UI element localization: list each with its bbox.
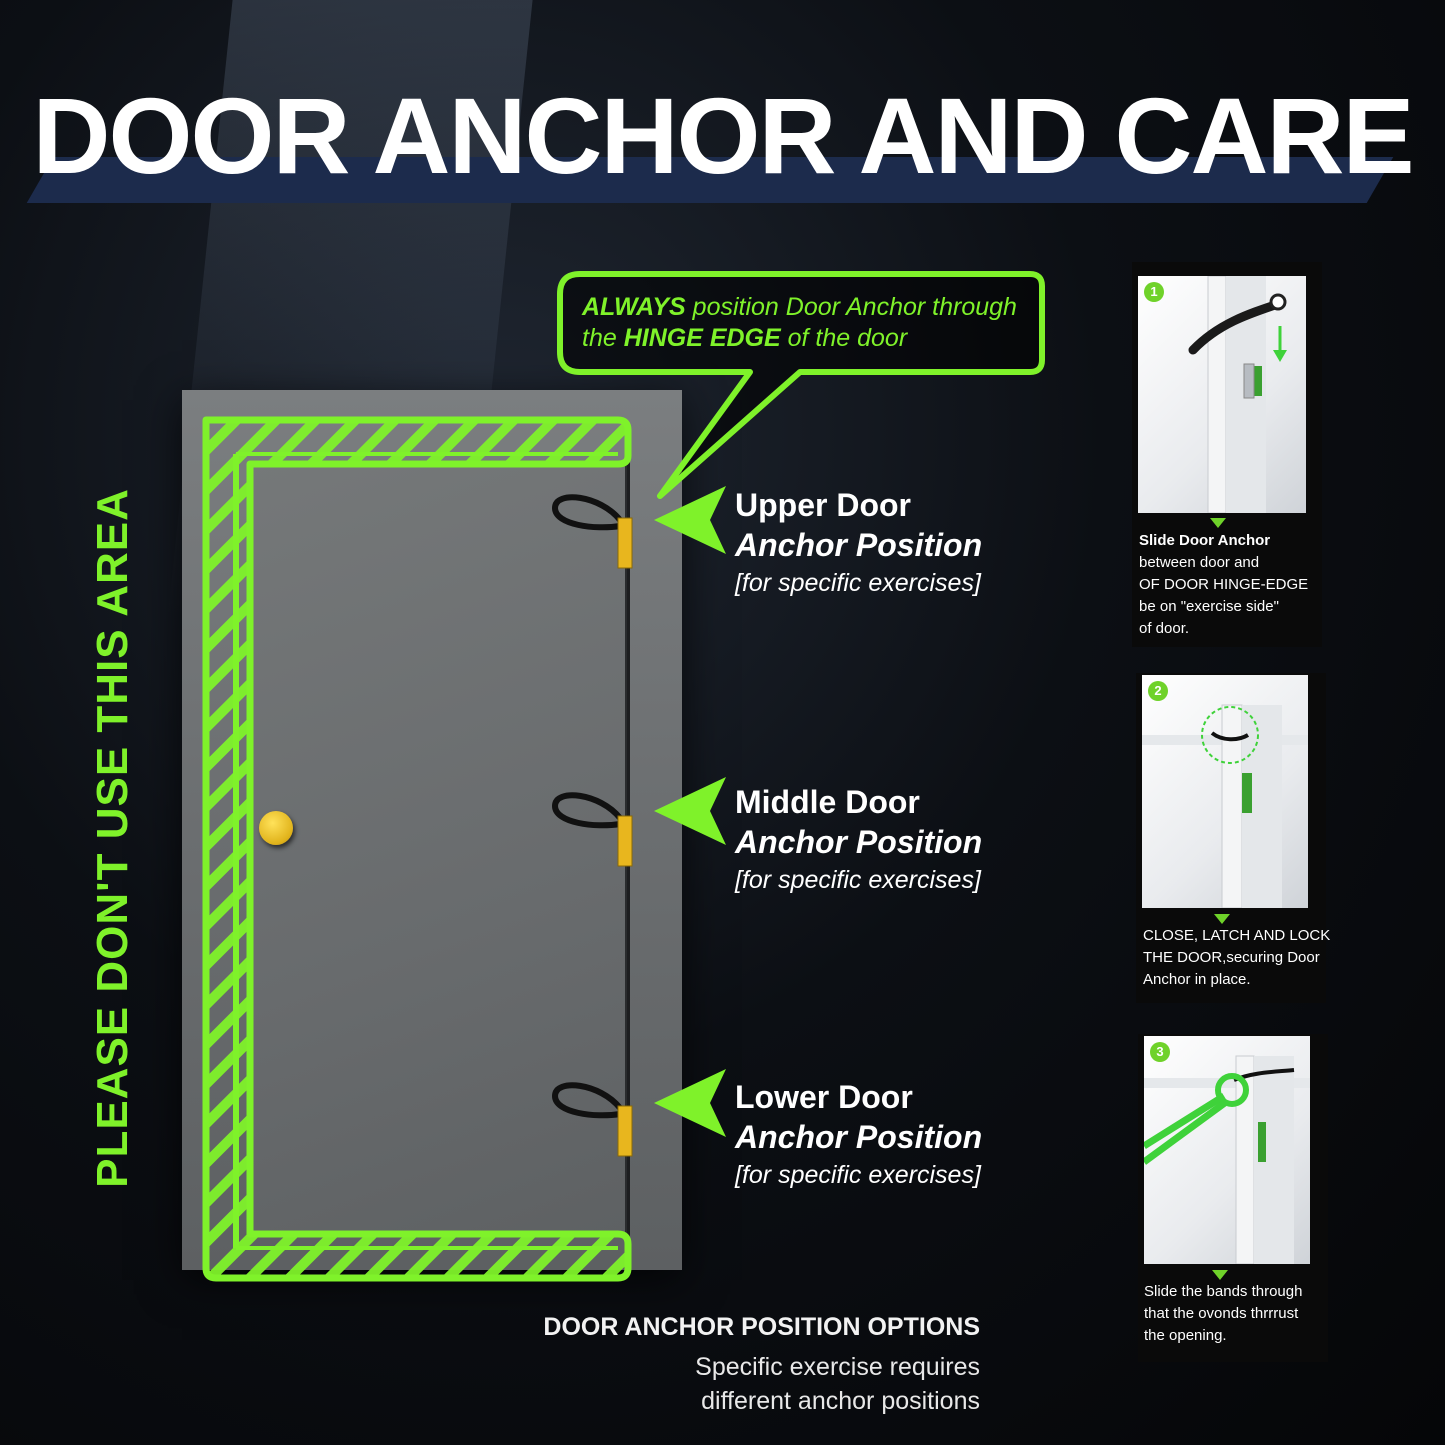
step-2-photo: 2	[1142, 675, 1308, 908]
step-1-pointer-icon	[1210, 518, 1226, 528]
step-3-photo: 3	[1144, 1036, 1310, 1264]
step-3-number: 3	[1150, 1042, 1170, 1062]
upper-door-anchor	[551, 494, 633, 569]
callout-text: ALWAYS position Door Anchor through the …	[582, 293, 1017, 352]
middle-arrow-icon	[654, 777, 726, 845]
step-2-pointer-icon	[1214, 914, 1230, 924]
door-knob	[259, 811, 293, 845]
step-2-text: CLOSE, LATCH AND LOCK THE DOOR,securing …	[1143, 927, 1331, 988]
step-1-number: 1	[1144, 282, 1164, 302]
middle-door-anchor	[551, 792, 633, 867]
hazard-zone-outline	[202, 416, 632, 1282]
step-3-illustration	[1144, 1055, 1310, 1264]
middle-position-label: Middle Door Anchor Position [for specifi…	[735, 784, 983, 894]
page-title: DOOR ANCHOR AND CARE	[32, 75, 1415, 196]
options-title: DOOR ANCHOR POSITION OPTIONS	[543, 1313, 980, 1341]
step-2-illustration	[1142, 704, 1308, 908]
upper-position-label: Upper Door Anchor Position [for specific…	[735, 487, 983, 597]
step-3-text: Slide the bands through that the ovonds …	[1144, 1283, 1303, 1344]
step-1-illustration	[1188, 276, 1287, 513]
step-2-number: 2	[1148, 681, 1168, 701]
warning-vertical-text: PLEASE DON'T USE THIS AREA	[88, 488, 137, 1188]
step-1-text: Slide Door Anchor between door and OF DO…	[1139, 532, 1309, 637]
upper-arrow-icon	[654, 486, 726, 554]
callout-bubble	[557, 271, 1045, 499]
step-1-photo: 1	[1138, 276, 1306, 513]
options-description: Specific exercise requires different anc…	[695, 1353, 980, 1415]
lower-door-anchor	[551, 1082, 633, 1157]
lower-position-label: Lower Door Anchor Position [for specific…	[735, 1079, 983, 1189]
step-3-pointer-icon	[1212, 1270, 1228, 1280]
lower-arrow-icon	[654, 1069, 726, 1137]
